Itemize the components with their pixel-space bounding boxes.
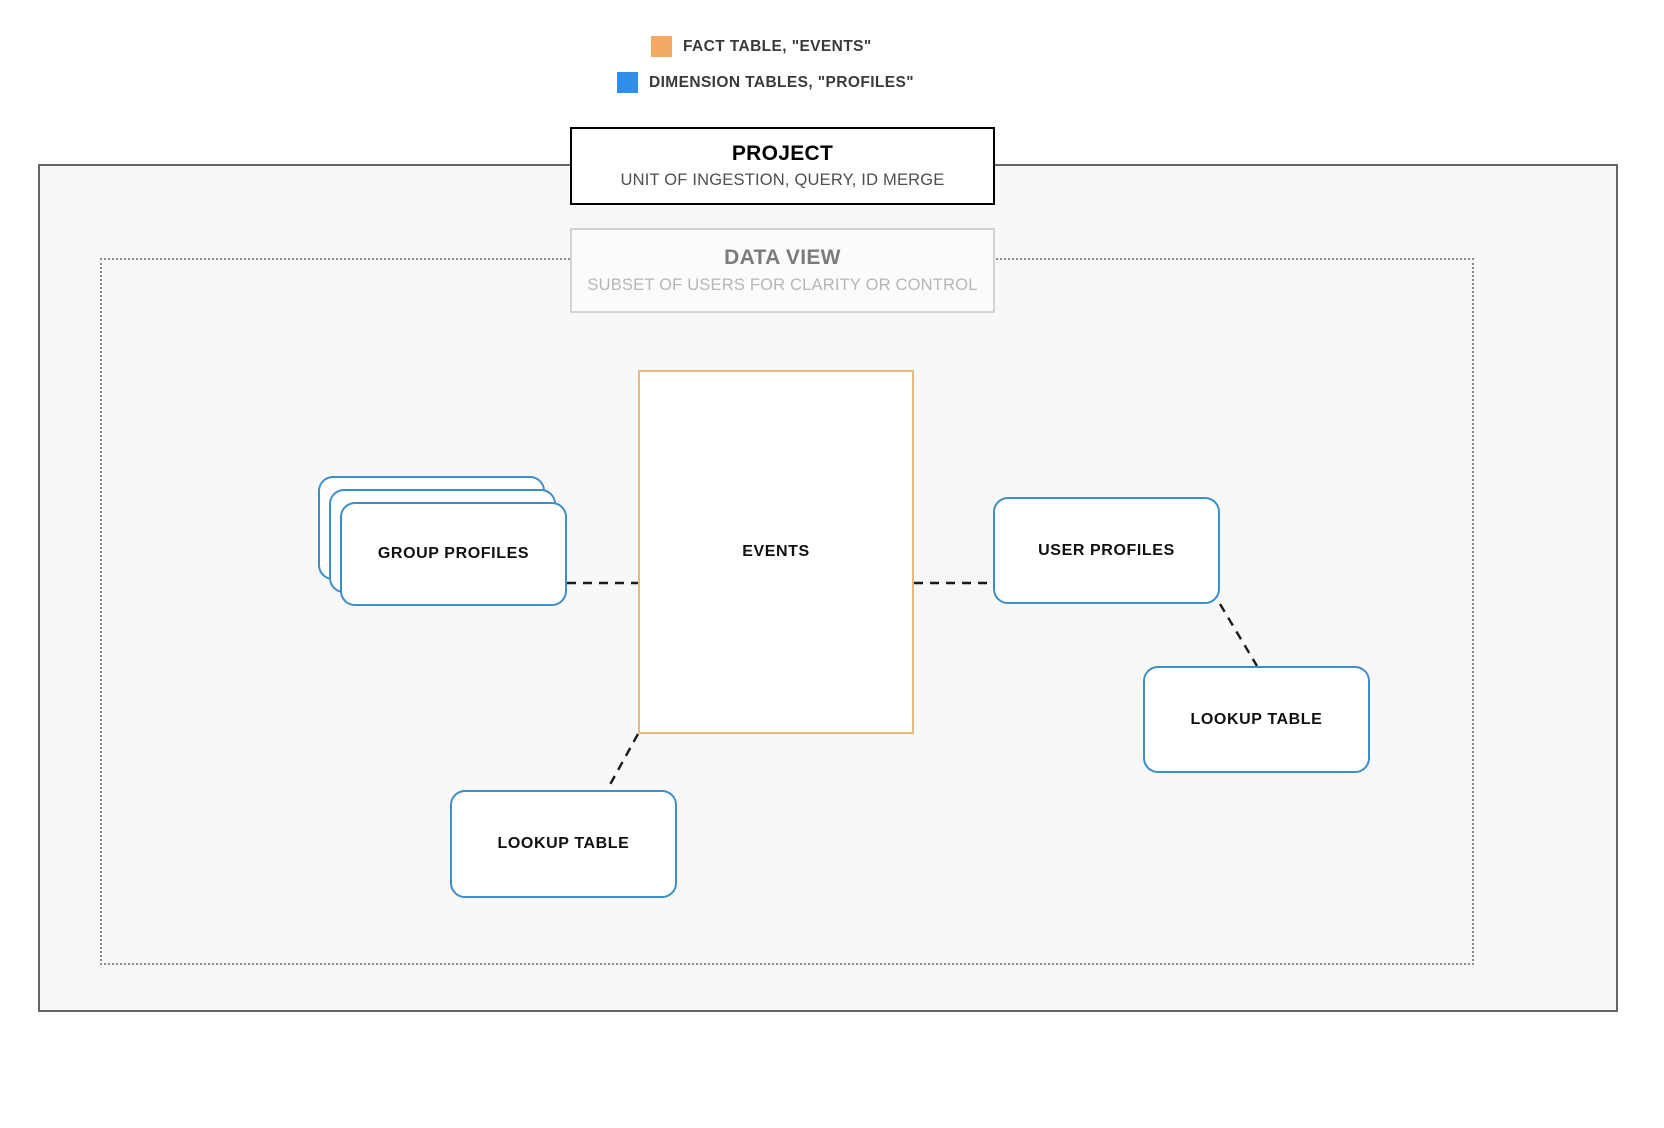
node-lookup-table-right[interactable]: LOOKUP TABLE	[1143, 666, 1370, 773]
legend-label-dimension-tables: DIMENSION TABLES, "PROFILES"	[649, 73, 915, 91]
project-label-box: PROJECT UNIT OF INGESTION, QUERY, ID MER…	[570, 127, 995, 205]
node-group-profiles[interactable]: GROUP PROFILES	[340, 502, 567, 606]
node-label-group-profiles: GROUP PROFILES	[377, 545, 530, 562]
data-view-label-box: DATA VIEW SUBSET OF USERS FOR CLARITY OR…	[570, 228, 995, 313]
data-view-title: DATA VIEW	[724, 246, 841, 269]
node-label-lookup-table-right: LOOKUP TABLE	[1190, 710, 1323, 728]
node-events[interactable]: EVENTS	[638, 370, 914, 734]
square-swatch-icon	[617, 72, 638, 93]
project-title: PROJECT	[731, 142, 834, 165]
node-label-user-profiles: USER PROFILES	[1038, 541, 1175, 559]
node-label-events: EVENTS	[742, 543, 810, 560]
node-lookup-table-left[interactable]: LOOKUP TABLE	[450, 790, 677, 898]
node-label-lookup-table-left: LOOKUP TABLE	[497, 835, 630, 852]
project-subtitle: UNIT OF INGESTION, QUERY, ID MERGE	[620, 171, 945, 189]
legend-item-dimension-tables: DIMENSION TABLES, "PROFILES"	[617, 72, 914, 93]
data-view-subtitle: SUBSET OF USERS FOR CLARITY OR CONTROL	[587, 276, 978, 294]
node-user-profiles[interactable]: USER PROFILES	[993, 497, 1220, 604]
legend-item-fact-table: FACT TABLE, "EVENTS"	[651, 36, 872, 57]
square-swatch-icon	[651, 36, 672, 57]
legend-label-fact-table: FACT TABLE, "EVENTS"	[683, 37, 872, 55]
